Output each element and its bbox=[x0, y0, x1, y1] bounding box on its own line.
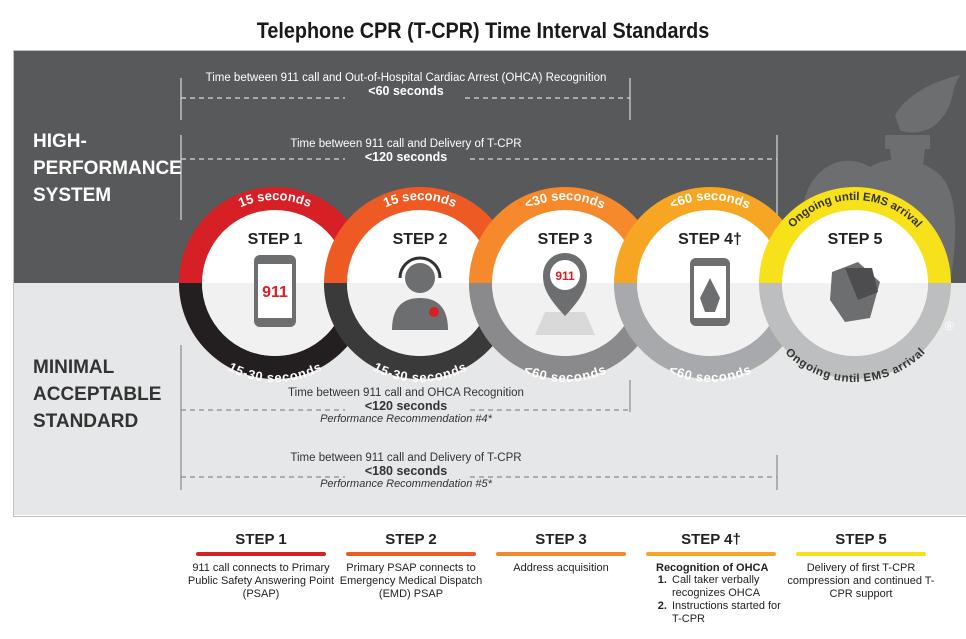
interval-label: Time between 911 call and OHCA Recogniti… bbox=[288, 387, 524, 399]
legend-color-bar bbox=[346, 552, 476, 556]
legend-list-item: Instructions started for T-CPR bbox=[670, 600, 786, 626]
interval-value: <180 seconds bbox=[364, 464, 448, 478]
high-line-1: HIGH- bbox=[33, 131, 87, 152]
interval-value: <120 seconds bbox=[364, 399, 448, 413]
minimal-standard-label: MINIMAL ACCEPTABLE STANDARD bbox=[33, 354, 183, 435]
interval-recommendation: Performance Recommendation #5* bbox=[320, 478, 492, 490]
legend-color-bar bbox=[196, 552, 326, 556]
step-4-bottom-label: <60 seconds bbox=[667, 362, 753, 385]
legend-description: Address acquisition bbox=[513, 562, 609, 574]
legend-color-bar bbox=[496, 552, 626, 556]
legend-step-title: STEP 1 bbox=[235, 531, 287, 548]
step-3-circle: <30 seconds <60 seconds STEP 3 911 bbox=[469, 187, 661, 385]
legend-step-1: STEP 1 911 call connects to Primary Publ… bbox=[186, 531, 336, 601]
legend-step-title: STEP 3 bbox=[535, 531, 587, 548]
interval-high-delivery: Time between 911 call and Delivery of T-… bbox=[181, 138, 631, 164]
legend-color-bar bbox=[796, 552, 926, 556]
map-pin-icon: 911 bbox=[535, 253, 595, 335]
step-4-name: STEP 4† bbox=[678, 231, 742, 248]
legend-color-bar bbox=[646, 552, 776, 556]
step-5-name: STEP 5 bbox=[828, 231, 883, 248]
step-4-circle: <60 seconds <60 seconds STEP 4† bbox=[614, 187, 806, 385]
legend-description: Primary PSAP connects to Emergency Medic… bbox=[339, 562, 483, 600]
step-5-circle: Ongoing until EMS arrival Ongoing until … bbox=[759, 187, 951, 385]
legend-step-3: STEP 3 Address acquisition bbox=[486, 531, 636, 575]
dispatcher-icon bbox=[392, 256, 448, 330]
interval-value: <120 seconds bbox=[364, 150, 448, 164]
step-2-circle: 15 seconds 15-30 seconds STEP 2 bbox=[324, 187, 516, 385]
interval-recommendation: Performance Recommendation #4* bbox=[320, 413, 492, 425]
interval-label: Time between 911 call and Out-of-Hospita… bbox=[205, 72, 607, 84]
step-3-top-label: <30 seconds bbox=[522, 188, 608, 212]
legend-description: Delivery of first T-CPR compression and … bbox=[787, 562, 935, 600]
high-line-3: SYSTEM bbox=[33, 185, 112, 206]
step-2-top-label: 15 seconds bbox=[381, 188, 459, 210]
step-1-top-label: 15 seconds bbox=[236, 188, 314, 210]
legend-step-2: STEP 2 Primary PSAP connects to Emergenc… bbox=[336, 531, 486, 601]
phone-hands-icon bbox=[690, 258, 730, 326]
high-line-2: PERFORMANCE bbox=[33, 158, 182, 179]
step-2-name: STEP 2 bbox=[393, 231, 448, 248]
page-title: Telephone CPR (T-CPR) Time Interval Stan… bbox=[256, 18, 710, 43]
interval-label: Time between 911 call and Delivery of T-… bbox=[290, 452, 522, 464]
registered-mark: ® bbox=[945, 319, 954, 333]
step-3-name: STEP 3 bbox=[538, 231, 593, 248]
legend-step-title: STEP 5 bbox=[835, 531, 887, 548]
min-line-3: STANDARD bbox=[33, 411, 139, 432]
interval-label: Time between 911 call and Delivery of T-… bbox=[290, 138, 522, 150]
legend-description-list: Call taker verbally recognizes OHCA Inst… bbox=[636, 574, 786, 626]
interval-min-delivery: Time between 911 call and Delivery of T-… bbox=[181, 452, 631, 490]
phone-911-text: 911 bbox=[262, 284, 288, 301]
min-line-2: ACCEPTABLE bbox=[33, 384, 162, 405]
legend-step-4: STEP 4† Recognition of OHCA Call taker v… bbox=[636, 531, 786, 626]
step-3-bottom-label: <60 seconds bbox=[522, 362, 608, 385]
pin-911-text: 911 bbox=[555, 269, 575, 283]
interval-value: <60 seconds bbox=[368, 84, 444, 98]
step-4-top-label: <60 seconds bbox=[667, 188, 753, 212]
legend-step-5: STEP 5 Delivery of first T-CPR compressi… bbox=[786, 531, 936, 601]
phone-icon: 911 bbox=[254, 255, 296, 327]
diagram-frame bbox=[13, 50, 966, 517]
legend-description-title: Recognition of OHCA bbox=[656, 562, 769, 574]
legend-step-title: STEP 2 bbox=[385, 531, 437, 548]
interval-min-recognition: Time between 911 call and OHCA Recogniti… bbox=[181, 387, 631, 425]
legend-description: 911 call connects to Primary Public Safe… bbox=[187, 562, 335, 600]
interval-high-recognition: Time between 911 call and Out-of-Hospita… bbox=[181, 72, 631, 98]
high-performance-label: HIGH- PERFORMANCE SYSTEM bbox=[33, 128, 183, 209]
step-1-name: STEP 1 bbox=[248, 231, 303, 248]
min-line-1: MINIMAL bbox=[33, 357, 115, 378]
cpr-hands-icon bbox=[830, 262, 880, 322]
interval-brackets bbox=[180, 78, 778, 490]
step-circles: 15 seconds 15-30 seconds STEP 1 911 15 s… bbox=[179, 187, 954, 385]
legend-list-item: Call taker verbally recognizes OHCA bbox=[670, 574, 786, 600]
legend-step-title: STEP 4† bbox=[681, 531, 741, 548]
